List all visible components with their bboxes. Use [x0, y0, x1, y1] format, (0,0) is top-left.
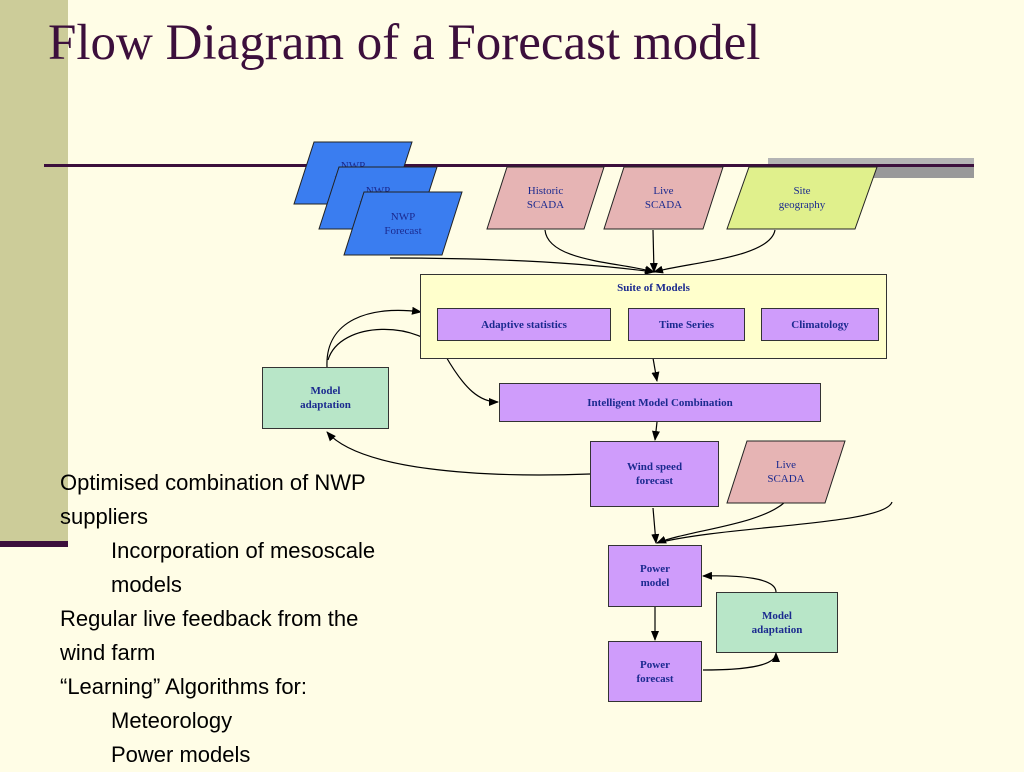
- connector-adaptation-to-power-model: [702, 571, 777, 593]
- model-adaptation-node-left: Model adaptation: [262, 367, 389, 429]
- nwp-forecast-node: NWP Forecast: [343, 191, 463, 256]
- connector-offslide-to-power: [656, 501, 893, 544]
- connector-live-right-to-power: [656, 501, 786, 544]
- bullet-list: Optimised combination of NWP suppliers I…: [60, 466, 480, 772]
- suite-of-models-label: Suite of Models: [617, 282, 690, 294]
- wind-speed-forecast-node: Wind speed forecast: [590, 441, 719, 507]
- nwp-forecast-label: NWP Forecast: [384, 210, 422, 237]
- model-adaptation-label-right: Model adaptation: [751, 609, 803, 636]
- slide-title: Flow Diagram of a Forecast model: [48, 15, 761, 71]
- connector-suite-to-combination: [651, 357, 660, 382]
- sub-bullet-item: Meteorology: [111, 708, 233, 733]
- site-geography-node: Site geography: [726, 166, 878, 230]
- header-divider: [44, 164, 974, 167]
- bullet-item: wind farm: [60, 640, 156, 665]
- connector-combination-to-wind: [652, 421, 660, 441]
- live-scada-node-top: Live SCADA: [603, 166, 724, 230]
- bullet-item: Regular live feedback from the: [60, 606, 359, 631]
- time-series-node: Time Series: [628, 308, 745, 341]
- connector-historic-to-suite: [544, 229, 655, 274]
- connector-nwp-to-suite: [389, 257, 655, 275]
- historic-scada-node: Historic SCADA: [486, 166, 605, 230]
- site-geography-label: Site geography: [778, 185, 826, 211]
- live-scada-label-right: Live SCADA: [767, 459, 805, 485]
- adaptive-statistics-label: Adaptive statistics: [481, 318, 567, 331]
- connector-site-to-suite: [653, 229, 776, 274]
- intelligent-model-combination-node: Intelligent Model Combination: [499, 383, 821, 422]
- left-accent-bar: [0, 0, 68, 547]
- model-adaptation-label-left: Model adaptation: [300, 385, 351, 411]
- left-accent-line: [0, 541, 68, 547]
- live-scada-node-right: Live SCADA: [726, 440, 846, 504]
- sub-bullet-item: Incorporation of mesoscale: [111, 538, 376, 563]
- bullet-item: Optimised combination of NWP: [60, 470, 366, 495]
- bullet-item: suppliers: [60, 504, 149, 529]
- connector-adaptation-to-suite: [326, 306, 422, 368]
- connector-live-to-suite: [649, 229, 658, 273]
- connector-wind-to-adaptation: [326, 431, 591, 476]
- power-model-label: Power model: [640, 563, 670, 589]
- bullet-item: “Learning” Algorithms for:: [60, 674, 307, 699]
- adaptive-statistics-node: Adaptive statistics: [437, 308, 611, 341]
- time-series-label: Time Series: [658, 318, 715, 331]
- intelligent-model-combination-label: Intelligent Model Combination: [587, 396, 733, 409]
- sub-bullet-item: models: [111, 572, 182, 597]
- historic-scada-label: Historic SCADA: [526, 185, 565, 211]
- connector-wind-to-power: [651, 507, 660, 544]
- power-forecast-label: Power forecast: [636, 658, 674, 685]
- live-scada-label-top: Live SCADA: [644, 185, 683, 211]
- connector-forecast-to-adaptation: [702, 652, 780, 671]
- climatology-label: Climatology: [791, 318, 849, 331]
- climatology-node: Climatology: [761, 308, 879, 341]
- power-forecast-node: Power forecast: [608, 641, 702, 702]
- model-adaptation-node-right: Model adaptation: [716, 592, 838, 653]
- wind-speed-forecast-label: Wind speed forecast: [626, 461, 683, 487]
- power-model-node: Power model: [608, 545, 702, 607]
- sub-bullet-item: Power models: [111, 742, 251, 767]
